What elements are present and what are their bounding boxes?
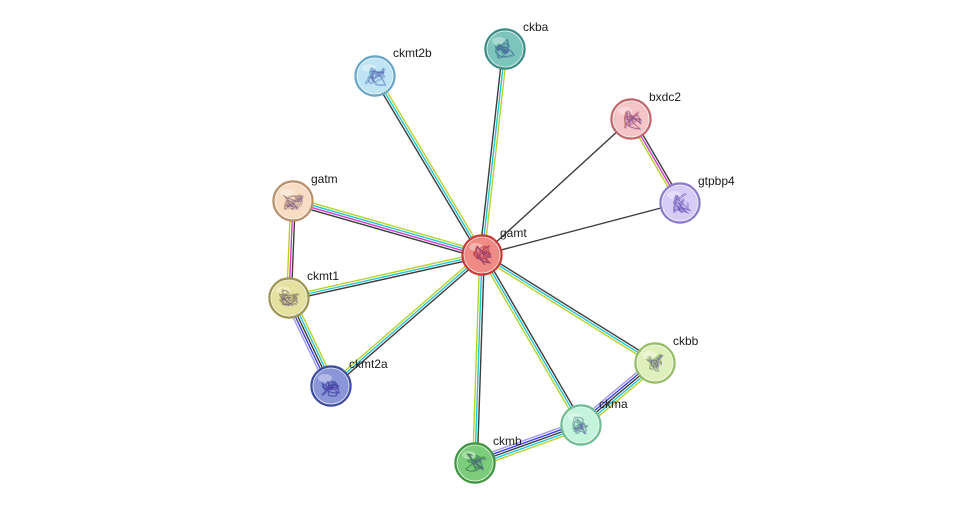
node-highlight (618, 107, 632, 115)
edge-evidence-line (481, 202, 681, 256)
node-label-gamt: gamt (500, 226, 527, 240)
node-outline (272, 180, 314, 222)
protein-structure-icon (623, 110, 641, 130)
node-outline (634, 342, 676, 384)
node-gtpbp4[interactable]: gtpbp4 (659, 174, 736, 224)
node-label-ckmt1: ckmt1 (307, 269, 339, 283)
edge-evidence-line (483, 253, 584, 425)
node-highlight (362, 64, 376, 72)
node-highlight (492, 37, 506, 45)
node-outline (310, 365, 352, 407)
edge-evidence-line (288, 256, 484, 301)
node-highlight (280, 189, 294, 197)
node-outline (461, 234, 503, 276)
edge-gamt-bxdc2[interactable] (481, 118, 632, 256)
edge-evidence-line (481, 48, 506, 256)
edge-evidence-line (481, 254, 656, 364)
edge-evidence-line (376, 74, 485, 255)
edge-evidence-line (287, 252, 483, 297)
edge-evidence-line (480, 256, 655, 366)
node-label-ckbb: ckbb (673, 334, 699, 348)
edge-gamt-ckmt2b[interactable] (372, 74, 485, 257)
nodes-layer: gamt ckba ckmt2b bxdc2 gtpbp4 gatm ckmt1 ckmt2a… (268, 20, 736, 484)
node-outline (268, 277, 310, 319)
edge-evidence-line (331, 256, 485, 389)
node-ckba[interactable]: ckba (484, 20, 549, 70)
edge-evidence-line (481, 118, 632, 256)
edge-gamt-gtpbp4[interactable] (481, 202, 681, 256)
protein-structure-icon (674, 193, 692, 214)
node-label-ckba: ckba (523, 20, 549, 34)
protein-structure-icon (322, 381, 341, 397)
edge-evidence-line (291, 203, 482, 260)
edge-gamt-ckba[interactable] (479, 48, 508, 256)
protein-structure-icon (284, 195, 304, 211)
node-outline (454, 442, 496, 484)
node-outline (560, 404, 602, 446)
node-gatm[interactable]: gatm (272, 172, 338, 222)
node-ckmt1[interactable]: ckmt1 (268, 269, 340, 319)
edge-evidence-line (474, 254, 483, 464)
edge-evidence-line (372, 76, 481, 257)
node-label-gatm: gatm (311, 172, 338, 186)
protein-structure-icon (625, 111, 642, 130)
protein-structure-icon (321, 380, 340, 397)
edge-evidence-line (472, 254, 481, 464)
node-ckma[interactable]: ckma (560, 397, 628, 446)
node-outline (484, 28, 526, 70)
edge-evidence-line (479, 48, 504, 256)
node-label-ckma: ckma (599, 397, 628, 411)
edge-gamt-ckmb[interactable] (472, 254, 485, 464)
protein-structure-icon (366, 68, 387, 86)
edge-evidence-line (374, 75, 483, 256)
edge-evidence-line (483, 48, 508, 256)
node-label-ckmt2a: ckmt2a (349, 357, 388, 371)
edge-evidence-line (293, 196, 484, 253)
edge-gamt-gatm[interactable] (291, 196, 484, 260)
node-label-gtpbp4: gtpbp4 (698, 174, 735, 188)
node-ckmb[interactable]: ckmb (454, 434, 522, 484)
node-outline (354, 55, 396, 97)
node-outline (610, 98, 652, 140)
node-highlight (318, 374, 332, 382)
node-label-ckmb: ckmb (493, 434, 522, 448)
protein-structure-icon (496, 39, 516, 59)
protein-structure-icon (466, 454, 487, 472)
node-label-bxdc2: bxdc2 (649, 90, 681, 104)
protein-structure-icon (573, 417, 589, 436)
edge-evidence-line (292, 199, 484, 255)
edge-gamt-ckbb[interactable] (480, 252, 657, 366)
edge-gamt-ckmt1[interactable] (287, 252, 484, 301)
protein-structure-icon (474, 246, 493, 266)
protein-structure-icon (279, 290, 300, 307)
node-gamt[interactable]: gamt (461, 226, 528, 276)
node-bubble (274, 182, 312, 220)
edge-evidence-line (330, 254, 483, 387)
node-highlight (642, 351, 656, 359)
node-label-ckmt2b: ckmt2b (393, 46, 432, 60)
edge-gamt-ckmt2a[interactable] (328, 252, 485, 389)
edge-evidence-line (288, 254, 483, 299)
edge-evidence-line (476, 254, 485, 464)
node-ckmt2b[interactable]: ckmt2b (354, 46, 433, 97)
node-bxdc2[interactable]: bxdc2 (610, 90, 682, 140)
node-ckbb[interactable]: ckbb (634, 334, 699, 384)
node-outline (659, 182, 701, 224)
edge-evidence-line (291, 201, 483, 257)
protein-structure-icon (647, 354, 664, 372)
edge-gamt-ckma[interactable] (479, 253, 584, 427)
edge-evidence-line (479, 255, 580, 427)
edge-evidence-line (482, 252, 657, 362)
edge-evidence-line (481, 254, 582, 426)
edge-evidence-line (328, 252, 482, 385)
node-ckmt2a[interactable]: ckmt2a (310, 357, 389, 407)
